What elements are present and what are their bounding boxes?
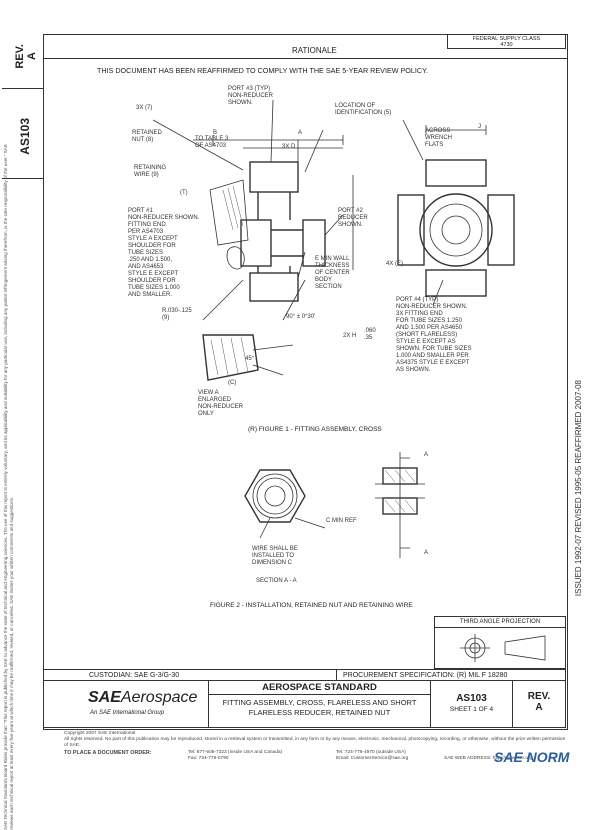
label-thickness: E MIN WALL THICKNESS OF CENTER BODY SECT… xyxy=(315,256,350,290)
logo-aerospace: Aerospace xyxy=(120,689,198,706)
label-table-ref: TO TABLE 3 OF AS4703 xyxy=(195,136,229,149)
rationale-title: RATIONALE xyxy=(292,46,337,55)
document-title: FITTING ASSEMBLY, CROSS, FLARELESS AND S… xyxy=(222,698,417,717)
label-t: (T) xyxy=(180,190,188,196)
logo-sae: SAE xyxy=(88,689,121,706)
label-location: LOCATION OF IDENTIFICATION (5) xyxy=(335,103,392,116)
label-port2: PORT #2 REDUCER SHOWN. xyxy=(338,208,368,228)
label-section: SECTION A - A xyxy=(256,578,297,584)
label-wire: WIRE SHALL BE INSTALLED TO DIMENSION C xyxy=(252,546,298,566)
cross-fitting-end-view xyxy=(397,119,515,306)
third-angle-label: THIRD ANGLE PROJECTION xyxy=(435,617,565,628)
label-angle: 90° ± 0°30' xyxy=(286,314,316,320)
label-c: (C) xyxy=(228,380,237,386)
label-a-top: A xyxy=(424,452,429,458)
label-three-x-d: 3X D xyxy=(282,144,296,150)
label-port4: PORT #4 (TYP) NON-REDUCER SHOWN. 3X FITT… xyxy=(396,297,472,373)
footer-copyright: Copyright 2007 SAE International xyxy=(64,731,136,736)
standard-heading: AEROSPACE STANDARD xyxy=(209,681,430,695)
label-a-bottom: A xyxy=(424,550,429,556)
cross-fitting-side-view xyxy=(152,99,354,321)
label-port1: PORT #1 NON-REDUCER SHOWN. FITTING END P… xyxy=(128,208,200,298)
logo-cell: SAEAerospace An SAE International Group xyxy=(43,680,209,728)
figure1-drawing xyxy=(152,99,515,381)
view-a-enlarged xyxy=(202,334,294,381)
supply-class-box: FEDERAL SUPPLY CLASS 4730 xyxy=(447,34,566,49)
watermark: SAE NORM xyxy=(494,749,570,765)
supply-class-value: 4730 xyxy=(500,42,513,48)
label-three-x: 3X (7) xyxy=(136,105,153,111)
rev-value: A xyxy=(535,702,543,713)
issue-dates: ISSUED 1992-07 REVISED 1995-05 REAFFIRME… xyxy=(574,380,583,597)
label-c-min: C MIN REF xyxy=(326,518,357,524)
nut-section-view xyxy=(375,452,425,558)
footer-order-label: TO PLACE A DOCUMENT ORDER: xyxy=(64,750,152,756)
figure2-caption: FIGURE 2 - INSTALLATION, RETAINED NUT AN… xyxy=(210,602,413,609)
drawing-frame xyxy=(43,34,568,730)
label-b: B xyxy=(213,130,218,136)
logo-tagline: An SAE International Group xyxy=(90,710,165,716)
rev-cell: REV. A xyxy=(512,680,566,728)
footer-tel2: Tel: 724-776-4970 (outside USA) xyxy=(336,750,406,755)
figure2-drawing xyxy=(244,452,425,558)
rationale-text: THIS DOCUMENT HAS BEEN REAFFIRMED TO COM… xyxy=(97,66,428,75)
label-retaining-wire: RETAINING WIRE (9) xyxy=(134,165,167,178)
footer-web[interactable]: SAE WEB ADDRESS: http://www.sae.org xyxy=(444,756,533,761)
label-radius: R.030-.125 (9) xyxy=(162,308,192,321)
footer-email: Email: CustomerService@sae.org xyxy=(336,756,409,761)
sheet-number: SHEET 1 OF 4 xyxy=(449,706,494,713)
projection-symbol-icon xyxy=(460,634,546,662)
label-retained-nut: RETAINED NUT (8) xyxy=(132,130,162,143)
left-rev-value: A xyxy=(26,52,38,60)
doc-number-cell: AS103 SHEET 1 OF 4 xyxy=(430,680,513,728)
rev-label: REV. xyxy=(527,691,551,702)
standard-cell: AEROSPACE STANDARD FITTING ASSEMBLY, CRO… xyxy=(208,680,431,728)
label-four-x: 4X (E) xyxy=(386,261,404,267)
label-across: ACROSS WRENCH FLATS xyxy=(425,128,452,148)
footer: Copyright 2007 SAE International All rig… xyxy=(64,731,569,763)
left-margin: REV. A AS103 SAE Technical Standards Boa… xyxy=(0,0,43,830)
supply-class-label: FEDERAL SUPPLY CLASS xyxy=(472,36,541,42)
footer-tel1: Tel: 877-606-7323 (inside USA and Canada… xyxy=(188,750,283,755)
label-a: A xyxy=(298,130,303,136)
hex-nut-front-view xyxy=(244,469,306,523)
label-angle-45: 45° xyxy=(245,356,255,362)
label-dims: .060 .35 xyxy=(364,328,376,341)
left-rev-label: REV. xyxy=(14,44,26,69)
disclaimer-text: SAE Technical Standards Board Rules prov… xyxy=(3,144,14,830)
third-angle-box: THIRD ANGLE PROJECTION xyxy=(434,616,566,669)
footer-rights: All rights reserved. No part of this pub… xyxy=(64,737,566,748)
label-view-a: VIEW A ENLARGED NON-REDUCER ONLY xyxy=(198,390,243,417)
label-two-x: 2X H xyxy=(343,333,357,339)
figure1-caption: (R) FIGURE 1 - FITTING ASSEMBLY, CROSS xyxy=(248,426,382,433)
footer-fax: Fax: 724-776-0790 xyxy=(188,756,229,761)
doc-number: AS103 xyxy=(456,693,487,704)
label-j: J xyxy=(478,124,481,130)
label-port3: PORT #3 (TYP) NON-REDUCER SHOWN. xyxy=(228,86,273,106)
